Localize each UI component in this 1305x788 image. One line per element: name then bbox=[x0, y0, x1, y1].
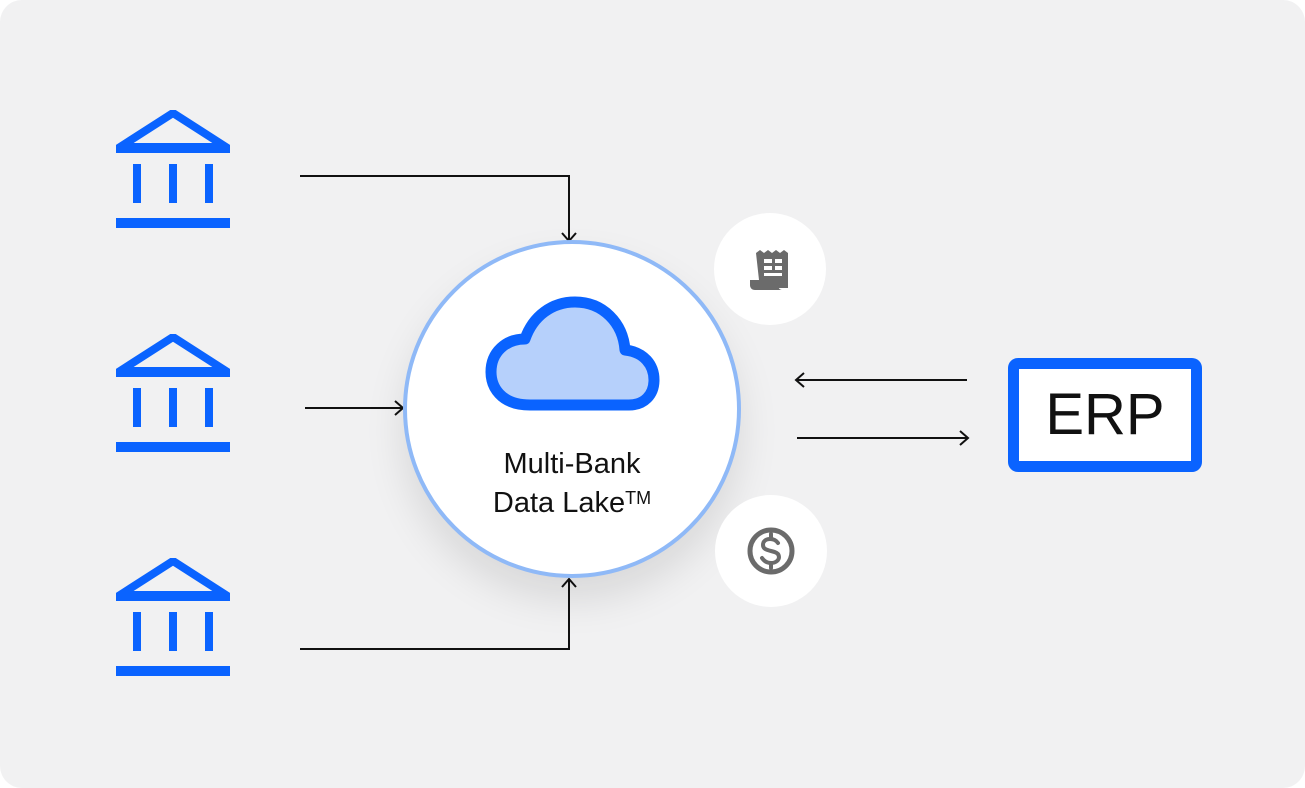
data-lake-hub: Multi-Bank Data LakeTM bbox=[403, 240, 741, 578]
hub-label: Multi-Bank Data LakeTM bbox=[407, 447, 737, 520]
arrowhead-erp-to-hub bbox=[794, 372, 805, 388]
receipt-badge bbox=[714, 213, 826, 325]
arrowhead-bottom-bank bbox=[561, 577, 577, 588]
connector-bottom-bank bbox=[300, 580, 570, 650]
dollar-badge bbox=[715, 495, 827, 607]
bank-icon bbox=[116, 558, 230, 678]
erp-box: ERP bbox=[1008, 358, 1202, 472]
cloud-icon bbox=[485, 296, 660, 411]
erp-label: ERP bbox=[1045, 382, 1165, 447]
hub-label-name: Data Lake bbox=[492, 487, 626, 519]
receipt-icon bbox=[750, 250, 788, 290]
hub-label-line2: Data LakeTM bbox=[407, 481, 737, 520]
connector-top-bank bbox=[300, 175, 570, 240]
hub-label-line1: Multi-Bank bbox=[503, 448, 641, 480]
arrowhead-hub-to-erp bbox=[959, 430, 970, 446]
bank-icon bbox=[116, 110, 230, 230]
dollar-icon bbox=[747, 527, 795, 575]
bank-icon bbox=[116, 334, 230, 454]
trademark-mark: TM bbox=[625, 488, 652, 508]
